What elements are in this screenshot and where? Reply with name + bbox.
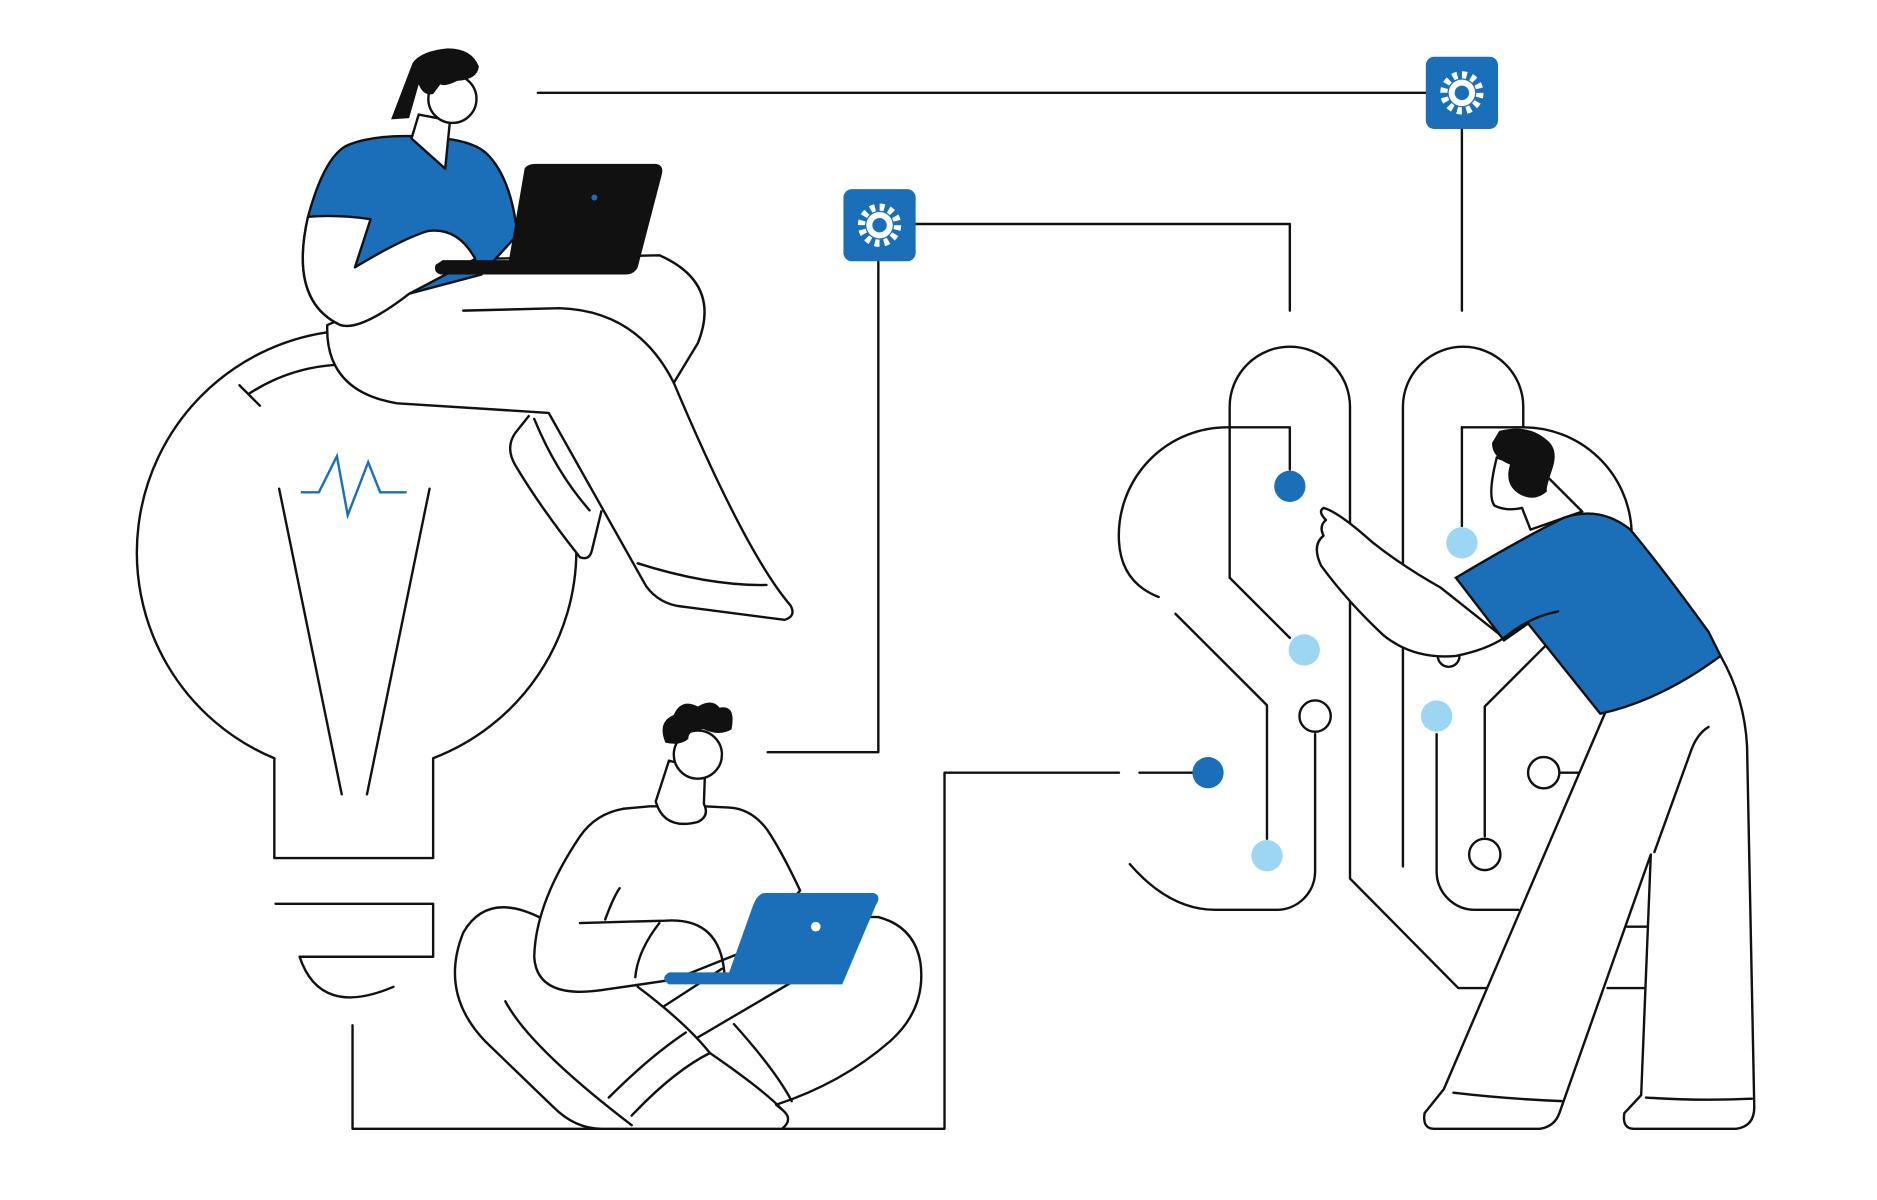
lightbulb-icon	[135, 331, 578, 999]
gear-box-right	[1425, 56, 1498, 129]
person-sitting-on-bulb	[301, 48, 794, 622]
person-cross-legged	[453, 702, 923, 1131]
connector-lines	[351, 91, 1464, 1131]
gear-icon	[1440, 71, 1484, 115]
gear-box-left	[843, 189, 916, 262]
gear-icon	[857, 203, 902, 247]
brain-circuit-icon	[1117, 345, 1650, 990]
person-standing	[1315, 428, 1756, 1131]
circuit-nodes	[1192, 470, 1561, 872]
